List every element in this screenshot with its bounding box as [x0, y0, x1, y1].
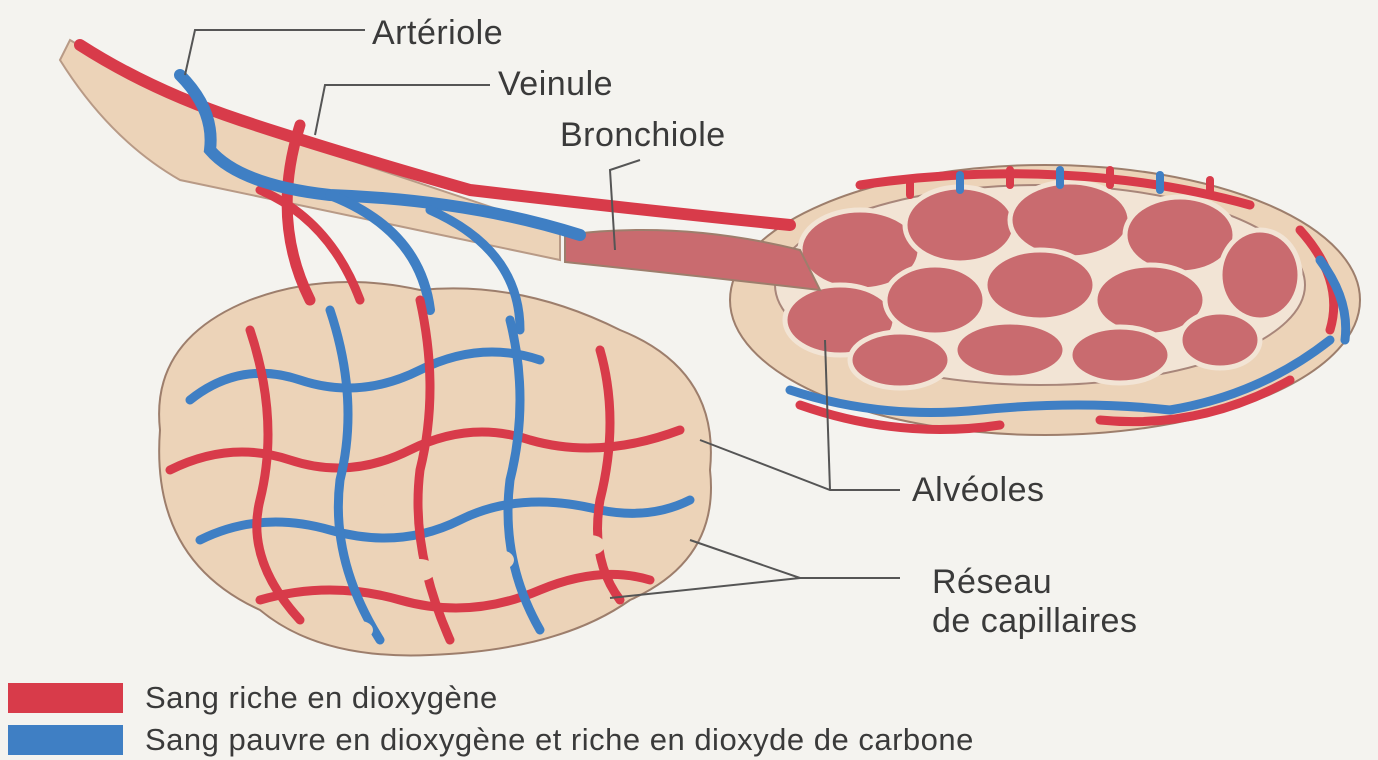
alveoli-lobes	[785, 182, 1300, 388]
label-alveoles: Alvéoles	[912, 473, 1045, 507]
legend-row-oxygenated: Sang riche en dioxygène	[8, 680, 498, 716]
legend-text-oxygenated: Sang riche en dioxygène	[145, 680, 498, 716]
label-reseau-line2: de capillaires	[932, 604, 1137, 638]
label-arteriole: Artériole	[372, 16, 503, 50]
legend-text-deoxygenated: Sang pauvre en dioxygène et riche en dio…	[145, 722, 974, 758]
leader-alveoles-1	[700, 440, 900, 490]
leader-arteriole	[185, 30, 365, 75]
legend-swatch-blue	[8, 725, 123, 755]
label-reseau-line1: Réseau	[932, 565, 1052, 599]
leader-veinule	[315, 85, 490, 135]
label-veinule: Veinule	[498, 67, 613, 101]
legend-swatch-red	[8, 683, 123, 713]
label-bronchiole: Bronchiole	[560, 118, 726, 152]
leader-reseau-1	[690, 540, 900, 578]
legend-row-deoxygenated: Sang pauvre en dioxygène et riche en dio…	[8, 722, 974, 758]
